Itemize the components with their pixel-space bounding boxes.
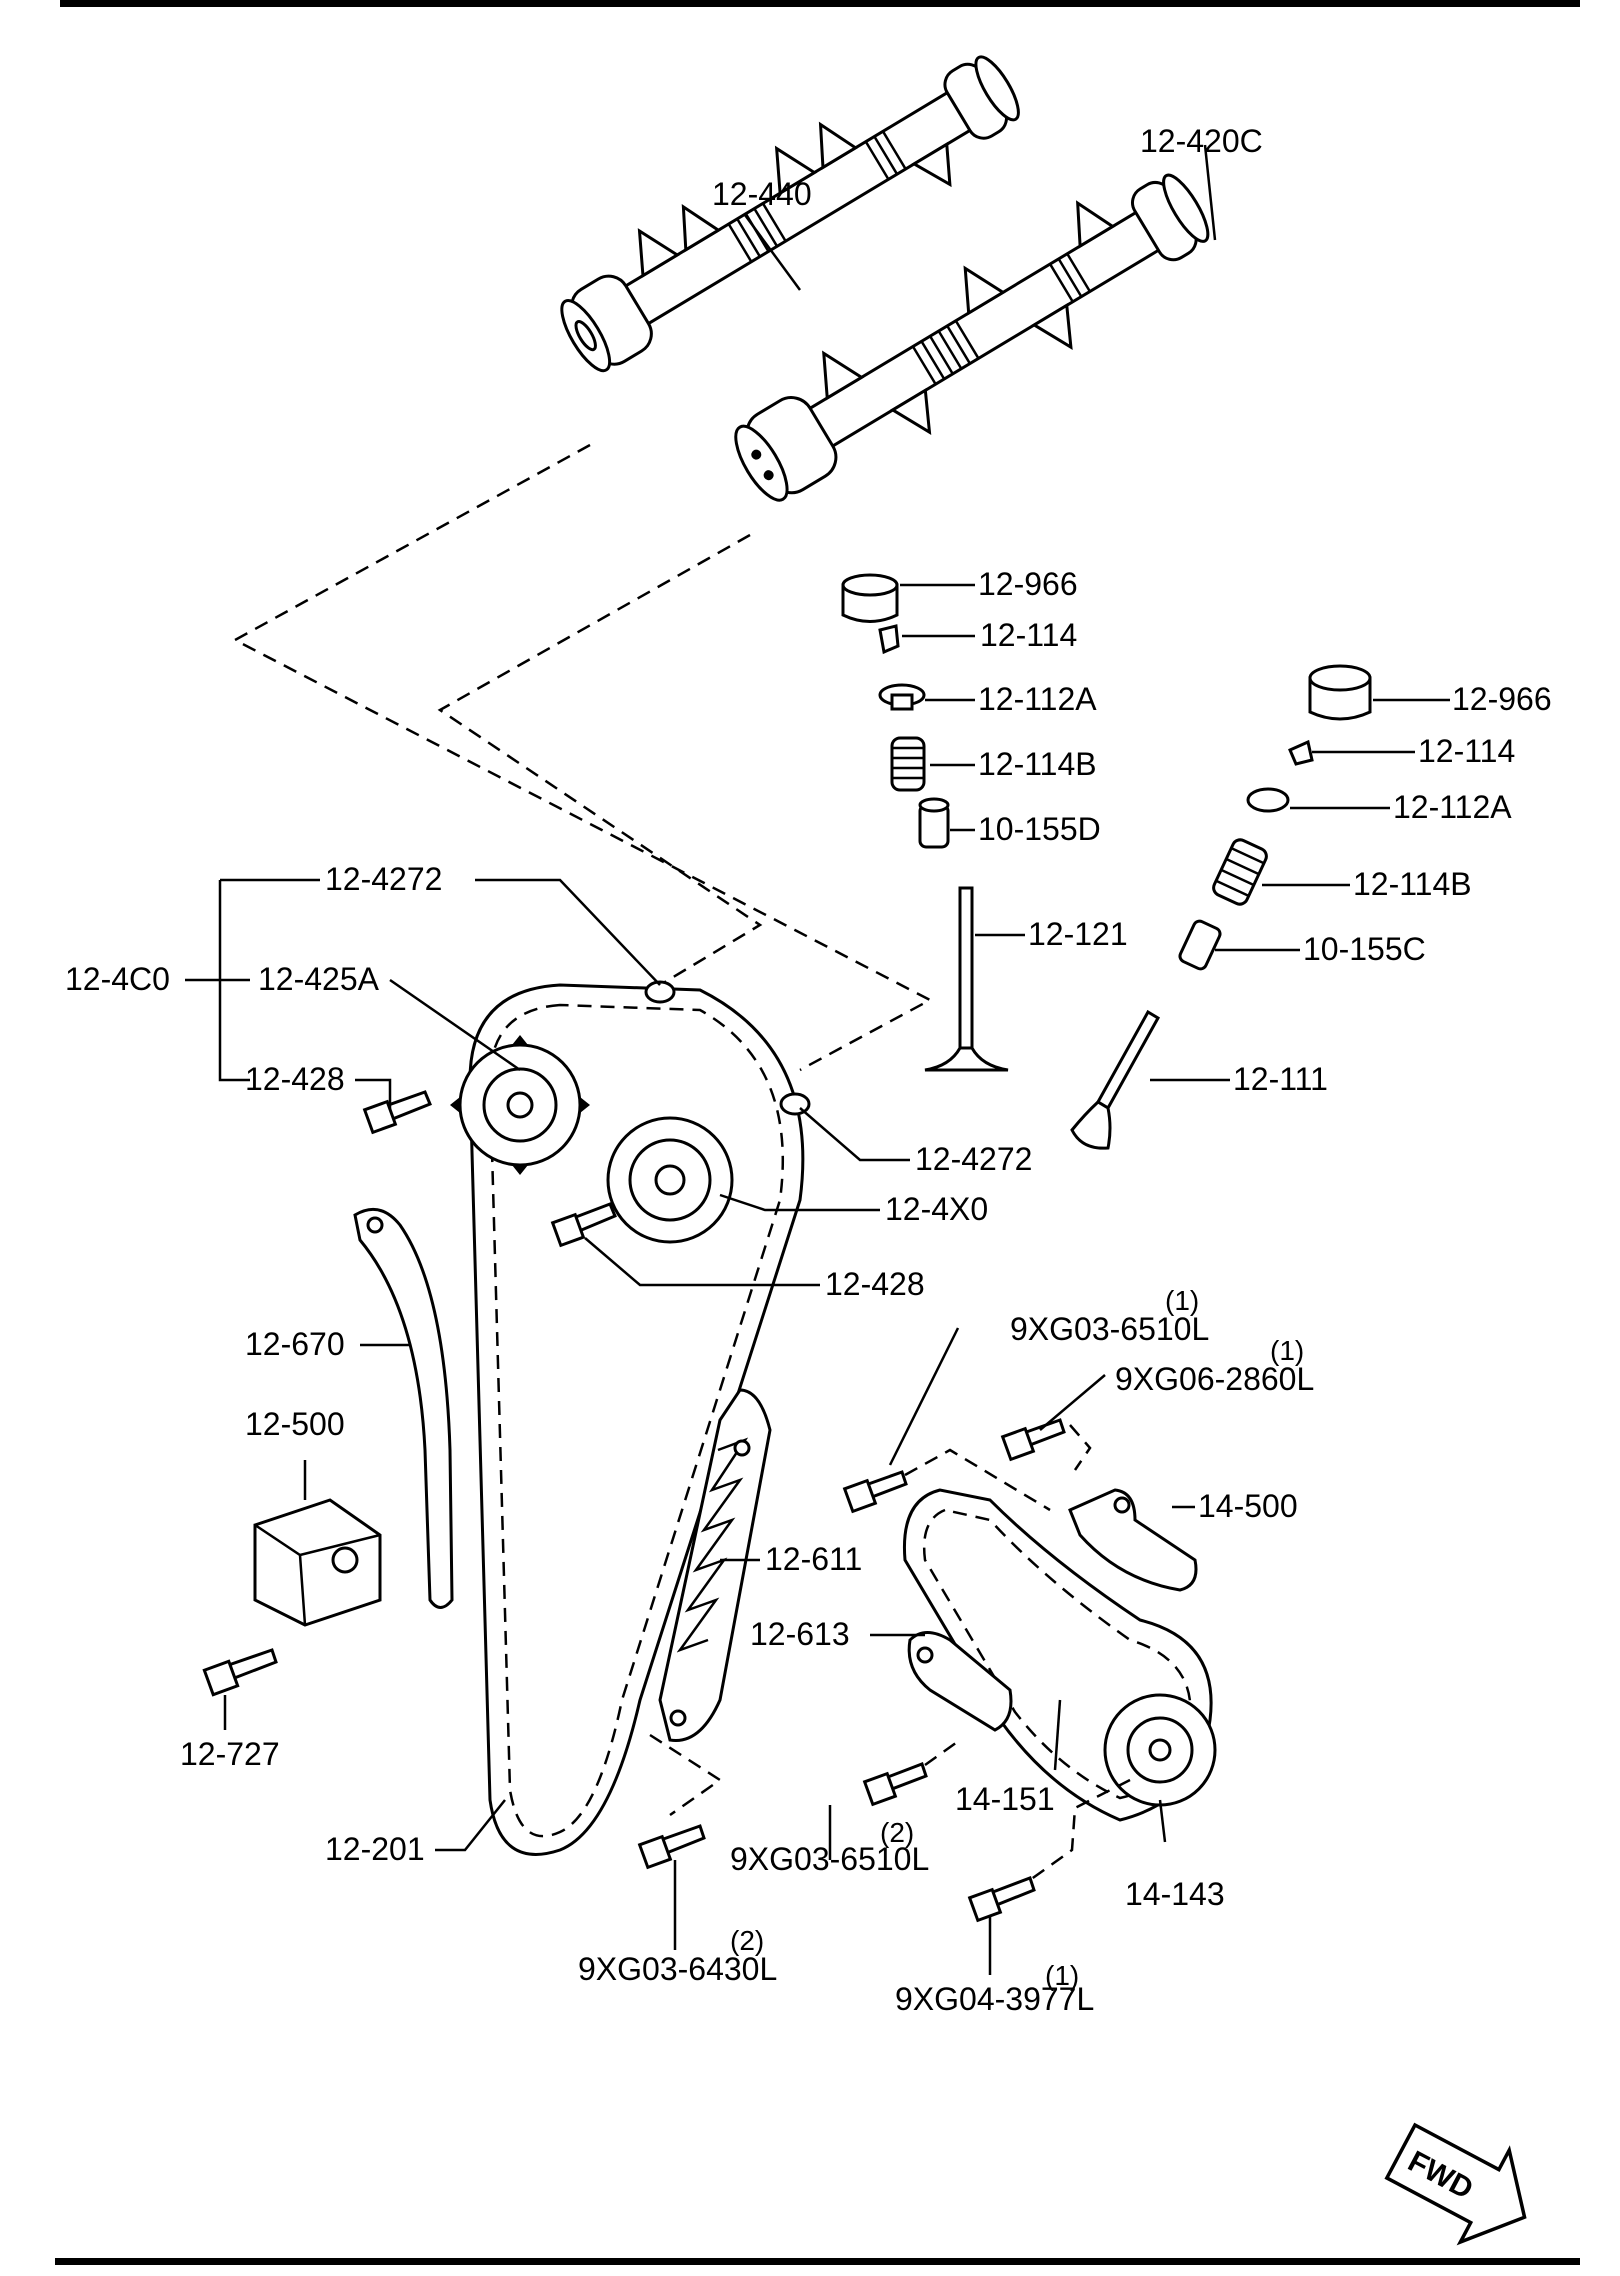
label-14-500: 14-500 (1198, 1488, 1298, 1524)
oil-pump-sprocket-bolt (967, 1778, 1131, 1923)
label-12-114-right: 12-114 (1418, 733, 1515, 769)
spring-retainer-upper (878, 683, 926, 711)
label-9XG03-6510L-lower: 9XG03-6510L (730, 1841, 929, 1877)
label-12-4C0: 12-4C0 (65, 961, 170, 997)
label-12-428-lower: 12-428 (825, 1266, 925, 1302)
chain-guide-bolt (637, 1733, 723, 1870)
label-12-966-right: 12-966 (1452, 681, 1552, 717)
label-12-114B-right: 12-114B (1353, 866, 1472, 902)
sprocket-bolt-lower (550, 1202, 617, 1248)
label-12-500: 12-500 (245, 1406, 345, 1442)
chain-tensioner (253, 1498, 382, 1627)
label-12-201: 12-201 (325, 1831, 425, 1867)
spring-retainer-right (1246, 787, 1290, 813)
fwd-arrow-icon: FWD (1384, 2122, 1527, 2246)
oil-pump-chain-tensioner (1068, 1488, 1198, 1592)
oil-pump-chain-guide (907, 1631, 1013, 1732)
label-12-727: 12-727 (180, 1736, 280, 1772)
tappet-right (1308, 664, 1372, 721)
sprocket-washer-upper (644, 980, 676, 1004)
qty-9XG04-3977L: (1) (1045, 1960, 1079, 1991)
label-12-111: 12-111 (1233, 1061, 1328, 1097)
valve-seal-upper (918, 797, 950, 849)
label-12-4272-lower: 12-4272 (915, 1141, 1032, 1177)
qty-9XG03-6430L: (2) (730, 1925, 764, 1956)
valve-spring-upper (890, 736, 926, 792)
valve-right (1070, 1009, 1161, 1150)
label-12-440: 12-440 (712, 176, 812, 212)
qty-9XG06-2860L: (1) (1270, 1335, 1304, 1366)
label-9XG03-6430L: 9XG03-6430L (578, 1951, 777, 1987)
label-12-112A-right: 12-112A (1393, 789, 1512, 825)
label-12-112A-upper: 12-112A (978, 681, 1097, 717)
label-12-4X0: 12-4X0 (885, 1191, 988, 1227)
label-12-114B-upper: 12-114B (978, 746, 1097, 782)
label-9XG03-6510L-upper: 9XG03-6510L (1010, 1311, 1209, 1347)
oil-pump-chain-guide-bolt-lower (862, 1738, 961, 1807)
valve-keeper-right (1288, 739, 1314, 766)
label-12-114-upper: 12-114 (980, 617, 1077, 653)
label-12-966-upper: 12-966 (978, 566, 1078, 602)
label-14-151: 14-151 (955, 1781, 1055, 1817)
variable-valve-timing-actuator (606, 1116, 734, 1244)
intake-camshaft (734, 173, 1210, 502)
label-9XG04-3977L: 9XG04-3977L (895, 1981, 1094, 2017)
label-12-611: 12-611 (765, 1541, 862, 1577)
label-12-121: 12-121 (1028, 916, 1128, 952)
label-12-670: 12-670 (245, 1326, 345, 1362)
oil-pump-sprocket (1103, 1693, 1217, 1807)
valve-seal-right (1178, 919, 1222, 971)
label-12-420C: 12-420C (1140, 123, 1263, 159)
valve-keeper-upper (878, 624, 900, 655)
label-12-613: 12-613 (750, 1616, 850, 1652)
leader-lines (185, 144, 1450, 1975)
label-12-4272-upper: 12-4272 (325, 861, 442, 897)
label-10-155C: 10-155C (1303, 931, 1426, 967)
qty-9XG03-6510L-lower: (2) (880, 1817, 914, 1848)
label-9XG06-2860L: 9XG06-2860L (1115, 1361, 1314, 1397)
qty-9XG03-6510L-upper: (1) (1165, 1285, 1199, 1316)
part-labels: 12-440 12-420C 12-966 12-114 12-112A 12-… (65, 123, 1552, 2017)
valve-upper (924, 886, 1009, 1072)
label-12-425A: 12-425A (258, 961, 380, 997)
exhaust-camshaft (560, 55, 1020, 373)
top-rule (60, 0, 1580, 7)
oil-pump-chain-guide-bolt-upper (842, 1448, 1051, 1514)
chain-guide (658, 1388, 772, 1742)
oil-pump-tensioner-bolt (1000, 1418, 1092, 1471)
tappet-upper (841, 573, 899, 623)
bottom-rule (55, 2258, 1580, 2265)
tensioner-bolt (202, 1648, 278, 1697)
label-12-428-upper: 12-428 (245, 1061, 345, 1097)
label-14-143: 14-143 (1125, 1876, 1225, 1912)
label-10-155D: 10-155D (978, 811, 1101, 847)
sprocket-bolt-upper (362, 1090, 432, 1135)
chain-tensioner-arm (353, 1207, 454, 1609)
valve-spring-right (1212, 838, 1268, 906)
